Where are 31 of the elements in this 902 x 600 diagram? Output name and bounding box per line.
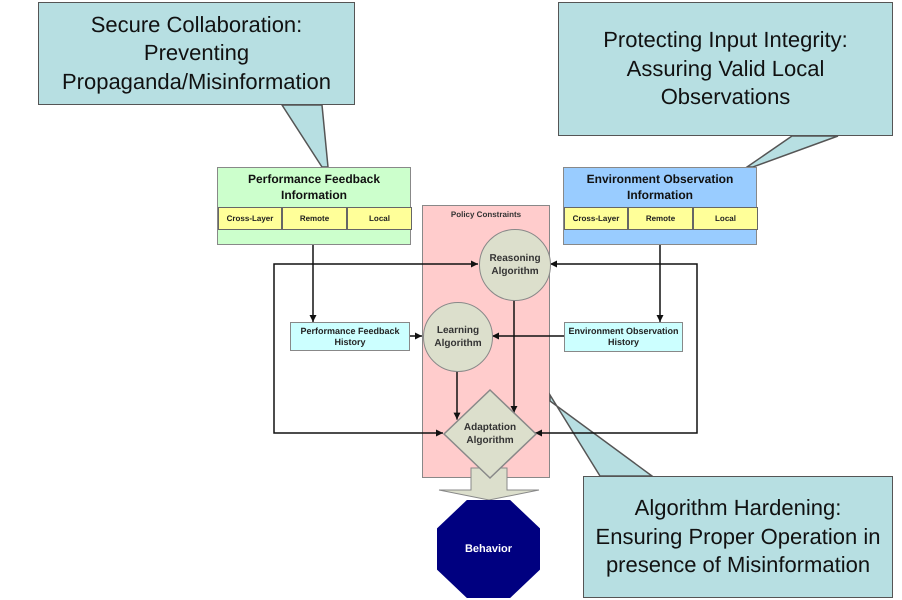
info-panel xyxy=(563,167,757,245)
region-label: Policy Constraints xyxy=(450,210,522,219)
panel-title: Performance Feedback Information xyxy=(246,171,382,204)
history-box: Environment Observation History xyxy=(564,322,683,352)
category-cell: Local xyxy=(693,207,758,230)
arrow xyxy=(492,332,564,340)
category-cell: Local xyxy=(347,207,412,230)
category-cell: Remote xyxy=(282,207,347,230)
history-box: Performance Feedback History xyxy=(290,322,410,351)
callout-pointer xyxy=(549,392,654,477)
arrow xyxy=(656,245,664,322)
arrow xyxy=(410,332,422,340)
category-cell: Cross-Layer xyxy=(218,207,282,230)
block-arrow xyxy=(438,468,540,500)
category-cell: Cross-Layer xyxy=(564,207,628,230)
algorithm-diamond: Adaptation Algorithm xyxy=(444,390,536,478)
arrow xyxy=(454,371,460,420)
panel-title: Environment Observation Information xyxy=(586,171,734,204)
behavior-octagon: Behavior xyxy=(437,500,540,598)
callout-box: Secure Collaboration: Preventing Propaganda/Misinformation xyxy=(38,2,355,105)
algorithm-circle: Reasoning Algorithm xyxy=(479,229,551,301)
algorithm-circle: Learning Algorithm xyxy=(423,302,493,372)
arrow xyxy=(310,245,316,322)
arrow xyxy=(535,260,698,436)
policy-region xyxy=(422,205,550,478)
arrow xyxy=(273,260,478,436)
callout-pointer xyxy=(280,104,329,168)
callout-pointer xyxy=(744,135,839,168)
info-panel xyxy=(217,167,411,245)
arrow xyxy=(510,300,518,413)
category-cell: Remote xyxy=(628,207,693,230)
